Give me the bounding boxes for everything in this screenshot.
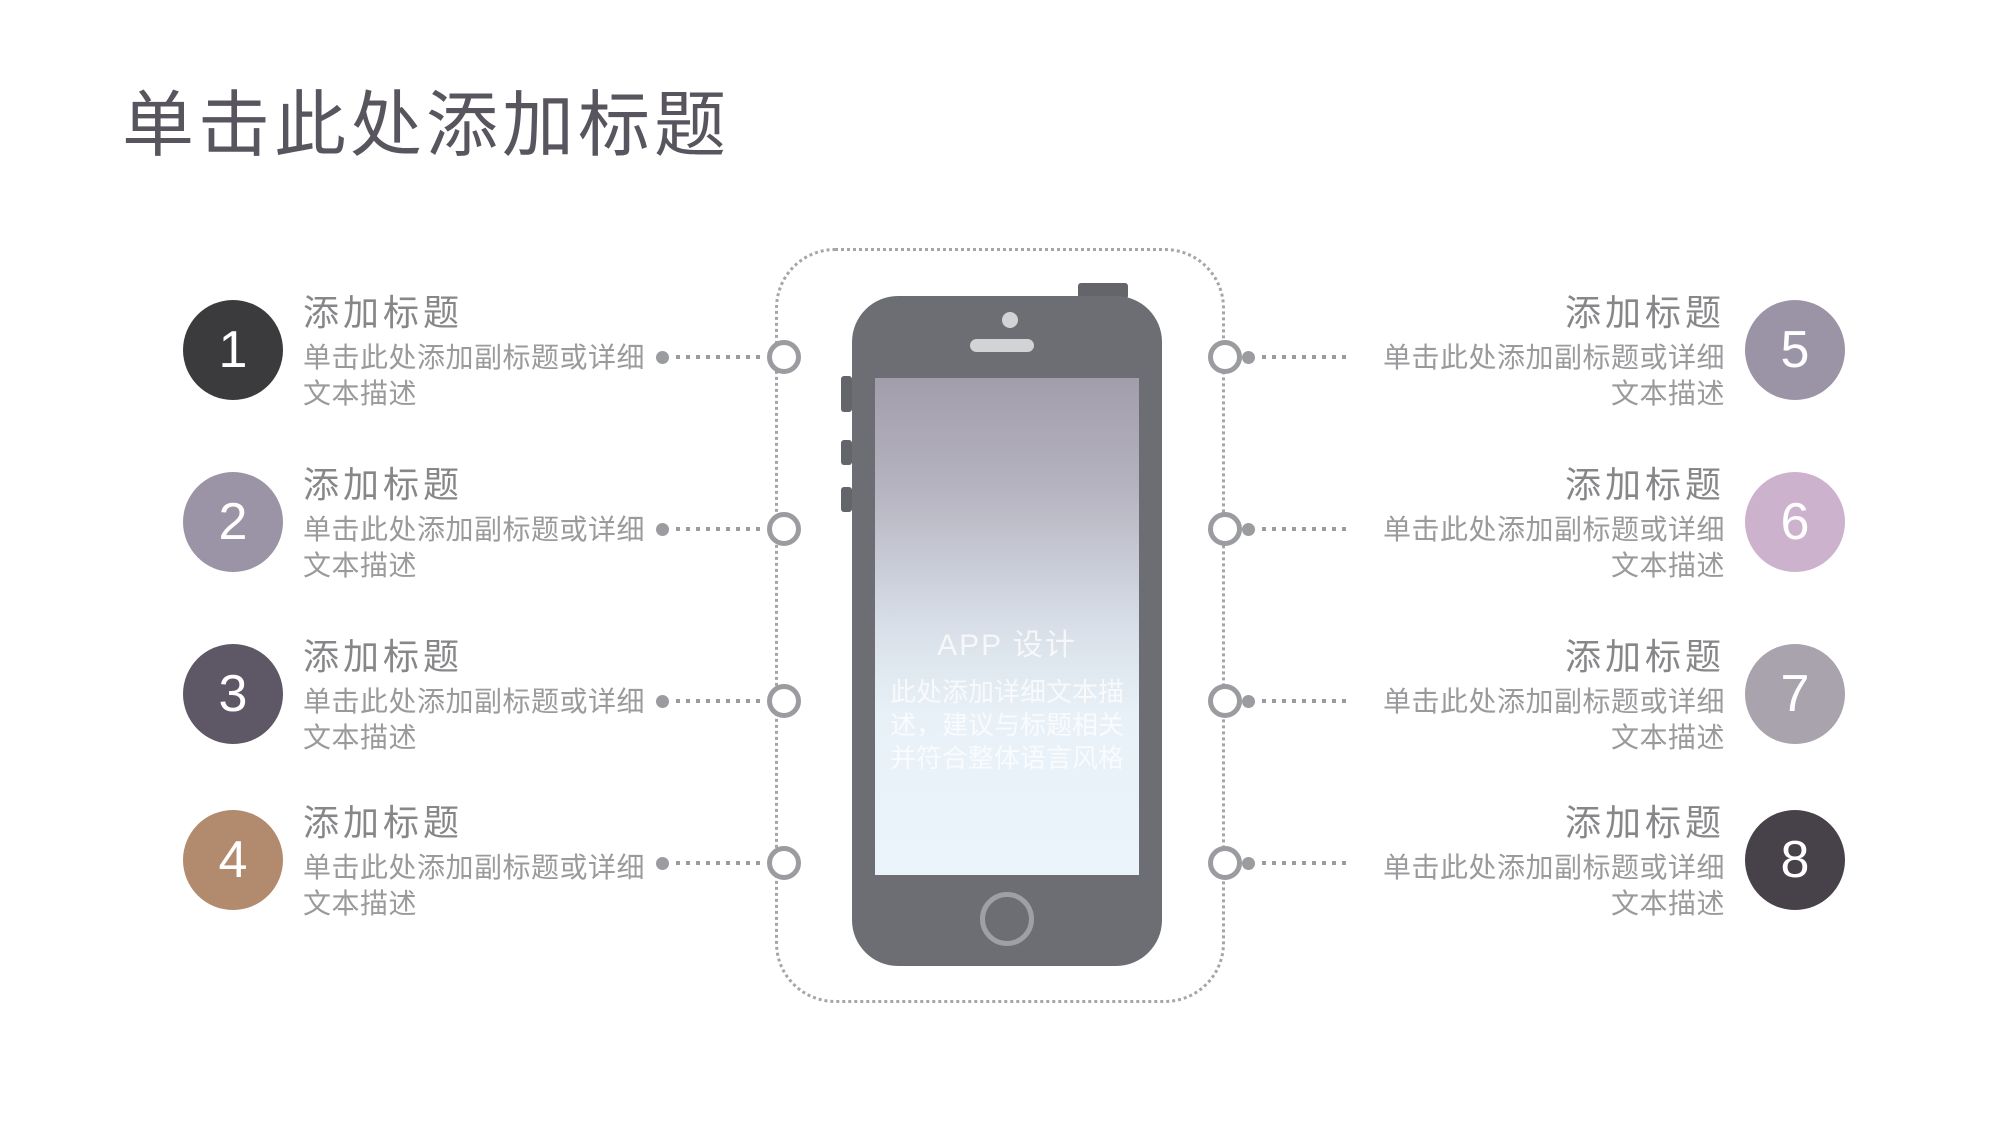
connector-left-4 [656,846,801,880]
connector-right-3 [1208,684,1353,718]
item-number: 4 [218,831,248,889]
item-heading[interactable]: 添加标题 [303,636,464,677]
connector-dot [1242,522,1255,536]
phone-volume-up-button [841,440,852,465]
item-heading[interactable]: 添加标题 [303,292,464,333]
phone-speaker-bar [970,339,1034,352]
item-number-badge[interactable]: 1 [183,300,283,400]
list-item-5: 5 添加标题 单击此处添加副标题或详细文本描述 [1380,292,1845,412]
list-item-4: 4 添加标题 单击此处添加副标题或详细文本描述 [183,802,648,922]
item-number-badge[interactable]: 3 [183,644,283,744]
item-text-block: 添加标题 单击此处添加副标题或详细文本描述 [1380,800,1725,922]
connector-ring [767,340,801,374]
phone-dotted-frame [775,248,1225,1003]
item-number: 8 [1780,831,1810,889]
connector-dot [656,856,669,870]
item-number-badge[interactable]: 8 [1745,810,1845,910]
connector-ring [767,512,801,546]
connector-dot [1242,856,1255,870]
item-text-block: 添加标题 单击此处添加副标题或详细文本描述 [303,800,648,922]
connector-dotted-line [676,527,760,531]
item-number: 3 [218,665,248,723]
list-item-1: 1 添加标题 单击此处添加副标题或详细文本描述 [183,292,648,412]
phone-volume-down-button [841,487,852,512]
connector-dot [656,694,669,708]
item-description[interactable]: 单击此处添加副标题或详细文本描述 [303,514,646,581]
item-number-badge[interactable]: 6 [1745,472,1845,572]
item-heading[interactable]: 添加标题 [1564,802,1725,843]
list-item-2: 2 添加标题 单击此处添加副标题或详细文本描述 [183,464,648,584]
connector-dotted-line [1262,355,1346,359]
item-description[interactable]: 单击此处添加副标题或详细文本描述 [303,342,646,409]
item-text-block: 添加标题 单击此处添加副标题或详细文本描述 [303,290,648,412]
connector-left-3 [656,684,801,718]
item-number-badge[interactable]: 2 [183,472,283,572]
item-number-badge[interactable]: 7 [1745,644,1845,744]
item-description[interactable]: 单击此处添加副标题或详细文本描述 [1382,514,1725,581]
item-text-block: 添加标题 单击此处添加副标题或详细文本描述 [1380,462,1725,584]
item-text-block: 添加标题 单击此处添加副标题或详细文本描述 [1380,290,1725,412]
connector-dotted-line [676,699,760,703]
connector-ring [767,846,801,880]
screen-app-description: 此处添加详细文本描述，建议与标题相关并符合整体语言风格 [889,677,1124,773]
connector-ring [767,684,801,718]
item-description[interactable]: 单击此处添加副标题或详细文本描述 [303,686,646,753]
phone-camera-dot [1002,312,1018,328]
phone-power-button [1078,283,1128,299]
connector-ring [1208,846,1242,880]
item-number: 1 [218,321,248,379]
item-number: 5 [1780,321,1810,379]
item-heading[interactable]: 添加标题 [303,464,464,505]
connector-dot [1242,694,1255,708]
item-heading[interactable]: 添加标题 [1564,464,1725,505]
phone-home-button [980,892,1034,946]
item-heading[interactable]: 添加标题 [1564,636,1725,677]
connector-left-1 [656,340,801,374]
connector-ring [1208,684,1242,718]
connector-dotted-line [1262,527,1346,531]
connector-right-4 [1208,846,1353,880]
item-number: 6 [1780,493,1810,551]
connector-dotted-line [1262,699,1346,703]
connector-left-2 [656,512,801,546]
phone-mockup: APP 设计 此处添加详细文本描述，建议与标题相关并符合整体语言风格 [852,296,1162,966]
item-description[interactable]: 单击此处添加副标题或详细文本描述 [1382,686,1725,753]
item-number-badge[interactable]: 4 [183,810,283,910]
item-heading[interactable]: 添加标题 [1564,292,1725,333]
item-text-block: 添加标题 单击此处添加副标题或详细文本描述 [1380,634,1725,756]
list-item-8: 8 添加标题 单击此处添加副标题或详细文本描述 [1380,802,1845,922]
page-title[interactable]: 单击此处添加标题 [122,86,731,166]
item-text-block: 添加标题 单击此处添加副标题或详细文本描述 [303,634,648,756]
connector-dot [656,350,669,364]
item-number-badge[interactable]: 5 [1745,300,1845,400]
phone-screen: APP 设计 此处添加详细文本描述，建议与标题相关并符合整体语言风格 [875,378,1139,875]
item-text-block: 添加标题 单击此处添加副标题或详细文本描述 [303,462,648,584]
connector-dotted-line [676,355,760,359]
connector-dot [656,522,669,536]
item-number: 2 [218,493,248,551]
connector-right-2 [1208,512,1353,546]
connector-dotted-line [1262,861,1346,865]
item-description[interactable]: 单击此处添加副标题或详细文本描述 [1382,852,1725,919]
list-item-7: 7 添加标题 单击此处添加副标题或详细文本描述 [1380,636,1845,756]
connector-dotted-line [676,861,760,865]
connector-right-1 [1208,340,1353,374]
item-heading[interactable]: 添加标题 [303,802,464,843]
item-description[interactable]: 单击此处添加副标题或详细文本描述 [1382,342,1725,409]
screen-app-title: APP 设计 [937,629,1077,662]
connector-ring [1208,340,1242,374]
connector-ring [1208,512,1242,546]
list-item-3: 3 添加标题 单击此处添加副标题或详细文本描述 [183,636,648,756]
item-number: 7 [1780,665,1810,723]
list-item-6: 6 添加标题 单击此处添加副标题或详细文本描述 [1380,464,1845,584]
phone-mute-switch [841,376,852,412]
item-description[interactable]: 单击此处添加副标题或详细文本描述 [303,852,646,919]
connector-dot [1242,350,1255,364]
